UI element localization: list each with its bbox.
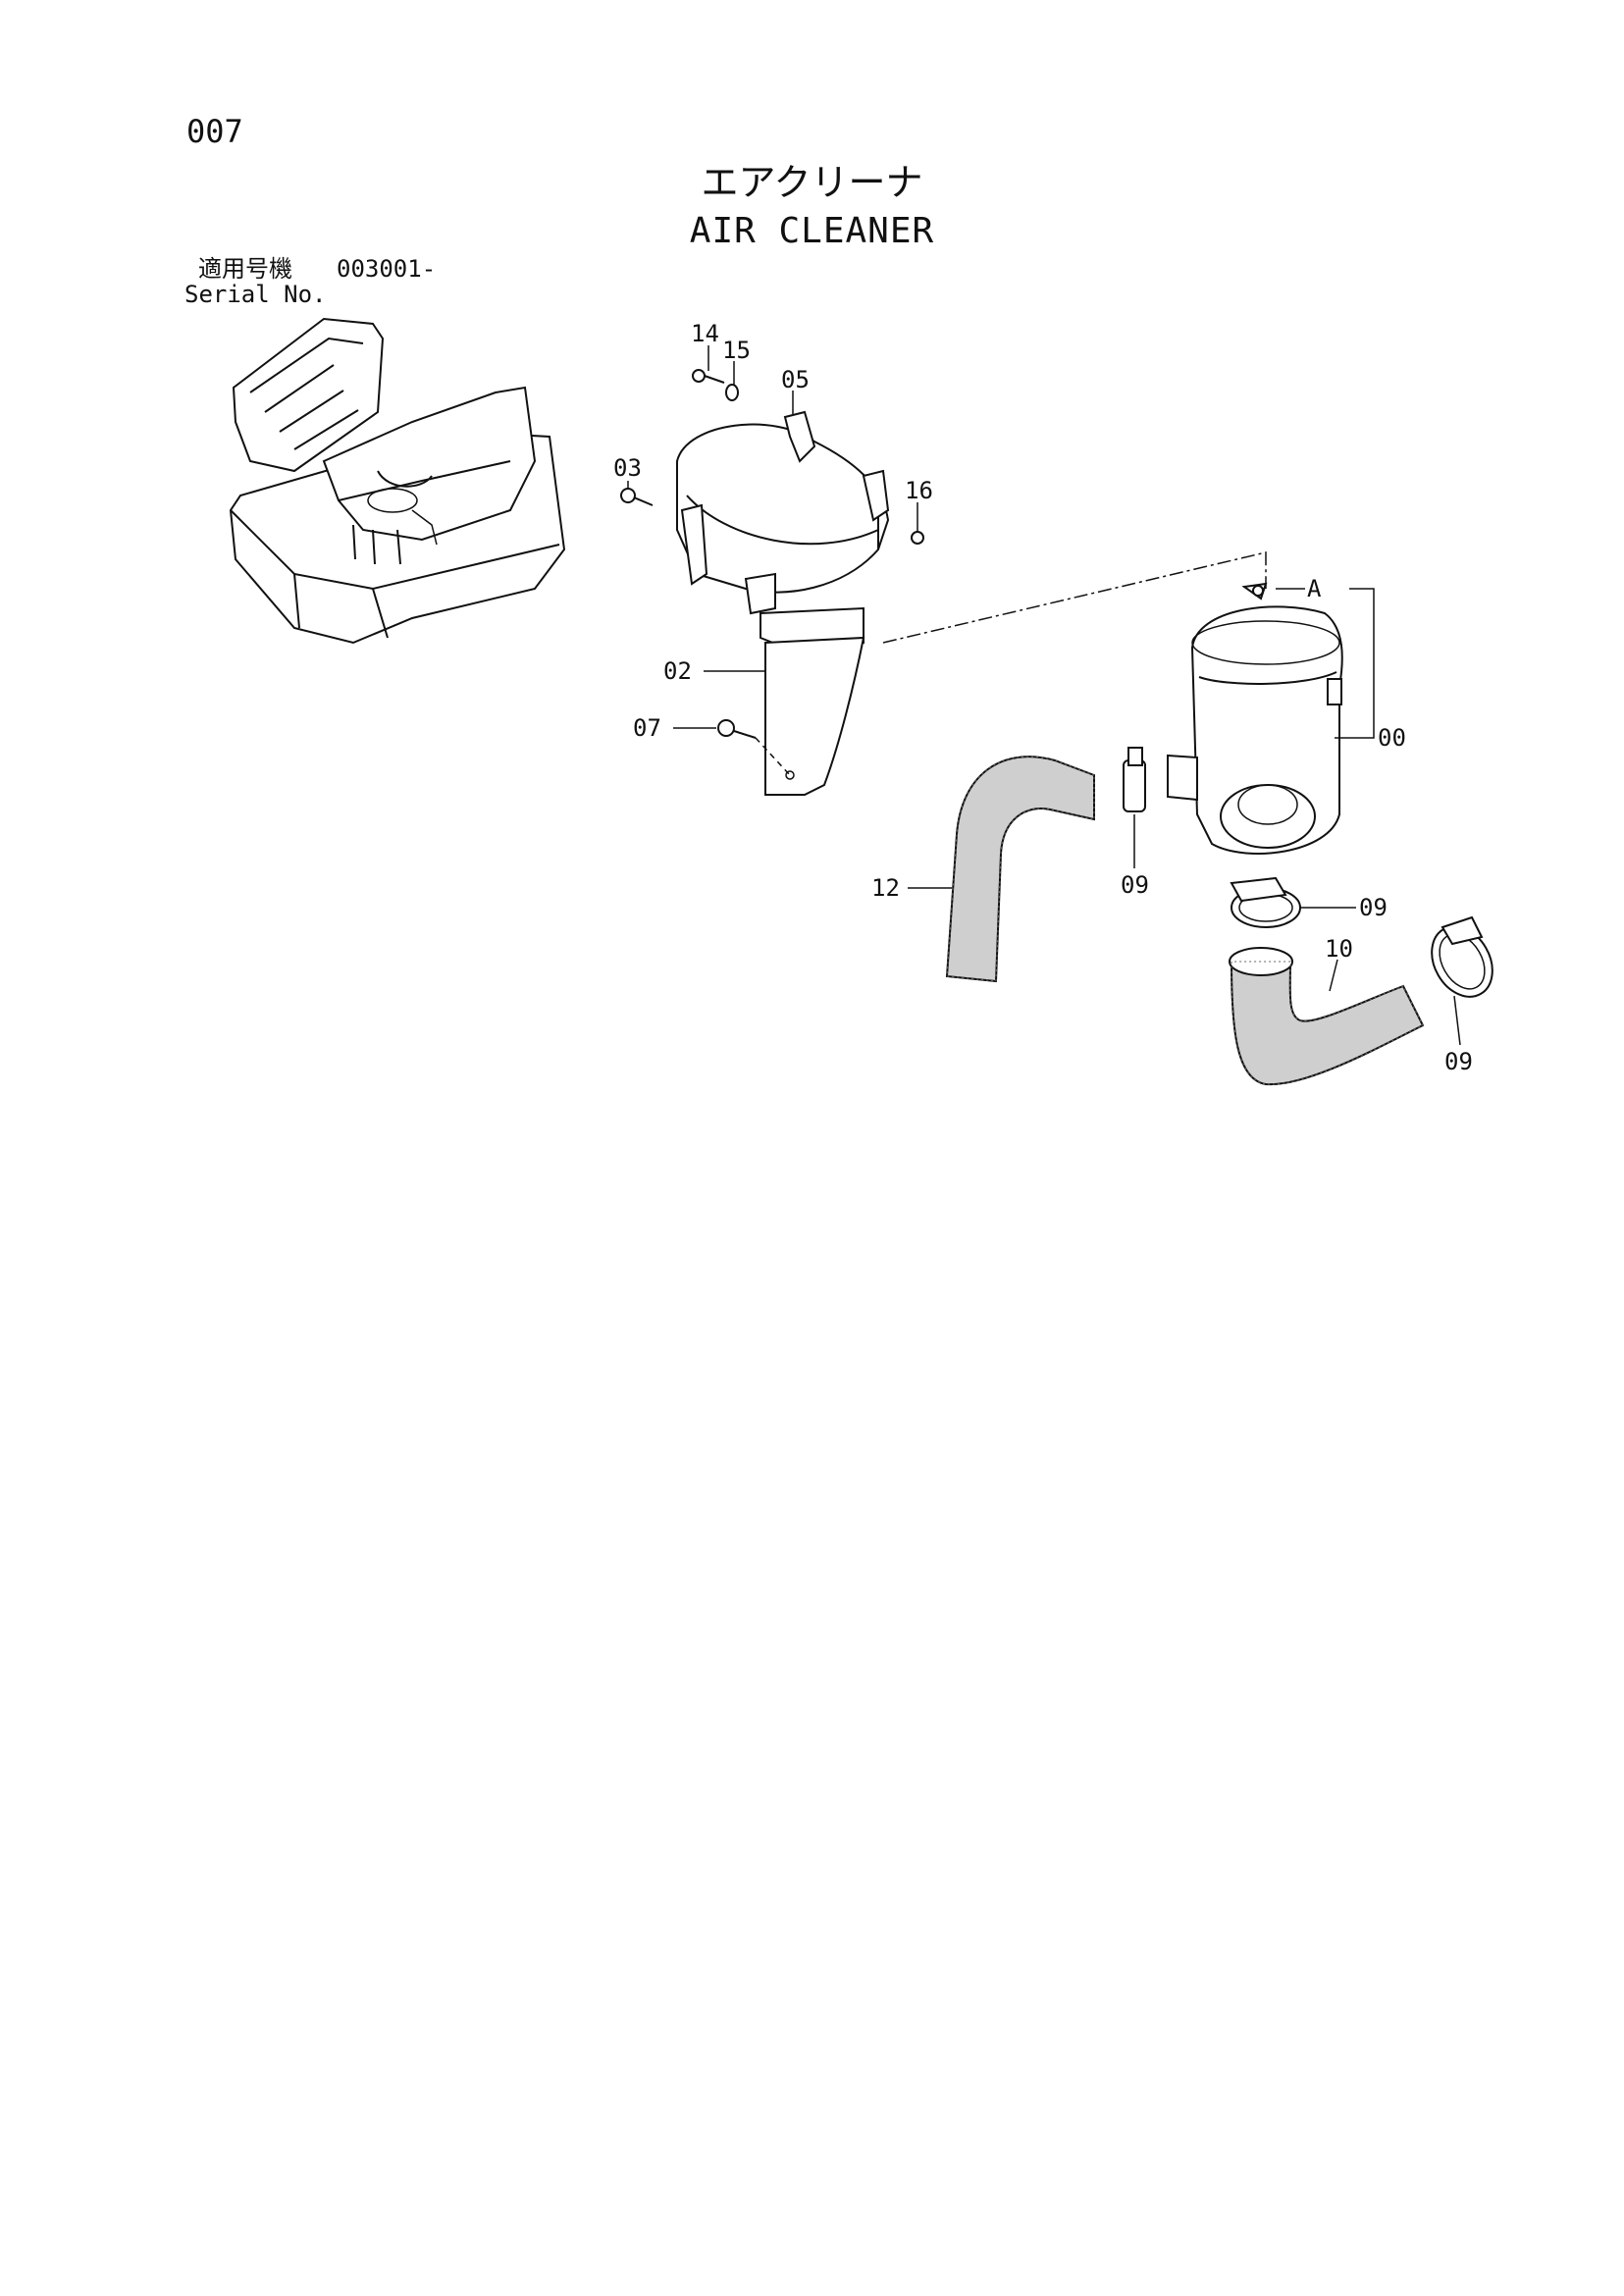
callout-03: 03 [613,454,642,482]
assembly-reference-line [882,551,1267,644]
callout-12: 12 [871,874,900,902]
support-bracket-02 [760,606,865,796]
callout-15: 15 [722,337,751,364]
page-title: AIR CLEANER [689,211,935,251]
bolt-03 [620,488,654,506]
bolt-07 [717,719,791,776]
bolt-14 [692,369,725,384]
machine-location-sketch [229,317,566,645]
serial-label: Serial No. [184,281,327,308]
washer-15 [725,384,739,401]
callout-02: 02 [663,657,692,685]
hose-clamp-09-middle [1230,876,1301,928]
serial-number-value: 003001- [337,255,437,283]
outlet-hose-10 [1229,947,1425,1086]
air-cleaner-assembly-00 [1167,582,1343,855]
page-number: 007 [186,113,243,150]
page-title-japanese: エアクリーナ [701,161,923,204]
bolt-16 [911,531,924,545]
leader-lines [627,345,1461,1046]
serial-label-japanese: 適用号機 [198,255,292,283]
hose-clamp-09-upper [1123,747,1146,812]
callout-00: 00 [1378,724,1406,752]
callout-09-lower: 09 [1444,1048,1473,1075]
inlet-hose-12 [945,756,1095,983]
callout-09-middle: 09 [1359,894,1388,921]
callout-05: 05 [781,366,810,393]
callout-14: 14 [691,320,719,347]
clamp-band-bracket-05 [676,410,890,615]
callout-A: A [1307,575,1322,602]
callout-10: 10 [1325,935,1353,963]
callout-16: 16 [905,477,933,504]
callout-07: 07 [633,714,661,742]
callout-09-upper: 09 [1121,871,1149,899]
hose-clamp-09-lower [1431,915,1493,998]
